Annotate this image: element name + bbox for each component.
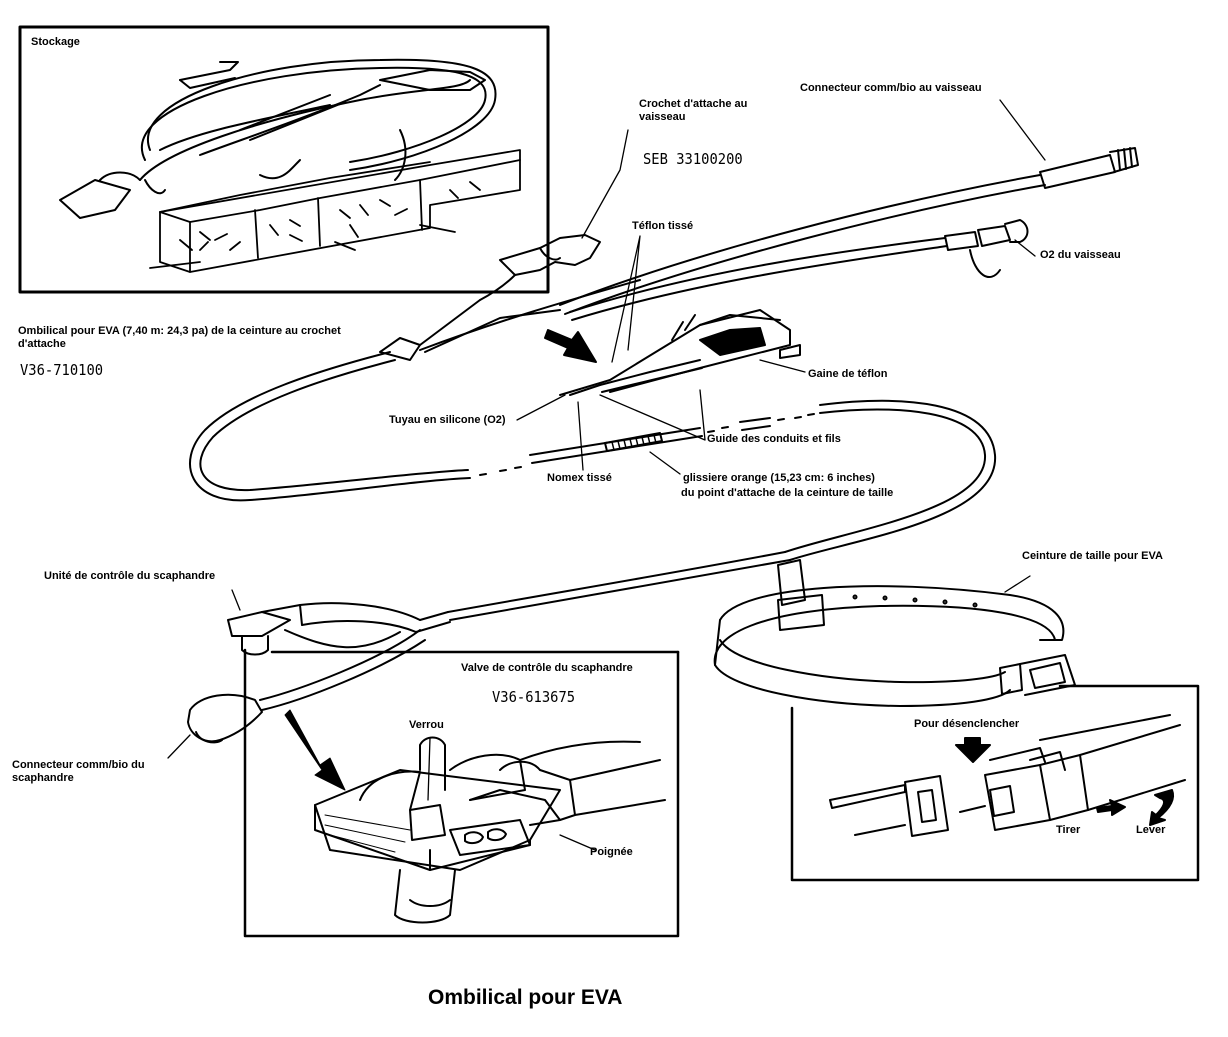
arrow-to-valve [284,709,346,791]
figure-title: Ombilical pour EVA [428,986,623,1009]
umbilical-hose [189,351,997,621]
leader-lines [167,99,1046,851]
arrow-pull [1096,799,1126,816]
hook-assembly [379,147,1139,396]
label-crochet-part-number: SEB 33100200 [643,150,743,168]
label-valve: Valve de contrôle du scaphandre [461,662,633,674]
label-unite-controle: Unité de contrôle du scaphandre [44,570,216,582]
label-o2-vaisseau: O2 du vaisseau [1040,249,1121,261]
label-ombilical: Ombilical pour EVA (7,40 m: 24,3 pa) de … [18,325,341,350]
label-gaine: Gaine de téflon [808,368,888,380]
label-tirer: Tirer [1056,824,1081,836]
label-glissiere-2: du point d'attache de la ceinture de tai… [681,487,894,499]
label-ombilical-part-number: V36-710100 [20,361,104,379]
label-connecteur-vaisseau: Connecteur comm/bio au vaisseau [800,82,982,94]
diagram-arrows [284,329,1174,826]
label-verrou: Verrou [409,719,444,731]
storage-boxes [149,149,521,273]
label-nomex: Nomex tissé [547,472,612,484]
label-glissiere-1: glissiere orange (15,23 cm: 6 inches) [683,472,875,484]
storage-hoses [59,58,497,219]
arrow-to-cutaway [544,329,597,363]
label-ceinture: Ceinture de taille pour EVA [1022,550,1163,562]
release-inset [790,684,1200,882]
storage-inset [18,25,550,294]
valve-inset [243,648,680,938]
arrow-release [955,737,991,763]
label-guide: Guide des conduits et fils [707,433,841,445]
label-crochet: Crochet d'attache au vaisseau [639,98,748,123]
label-connecteur-scaphandre: Connecteur comm/bio du scaphandre [12,759,145,784]
label-valve-part-number: V36-613675 [492,688,576,706]
label-desenclencher: Pour désenclencher [914,718,1020,730]
label-tuyau: Tuyau en silicone (O2) [389,414,506,426]
label-stockage: Stockage [31,36,80,48]
label-poignee: Poignée [590,846,633,858]
arrow-lift [1149,789,1174,826]
label-lever: Lever [1136,824,1166,836]
label-teflon-tisse: Téflon tissé [632,220,694,232]
suit-control-unit [187,602,451,744]
waist-belt [713,559,1076,707]
